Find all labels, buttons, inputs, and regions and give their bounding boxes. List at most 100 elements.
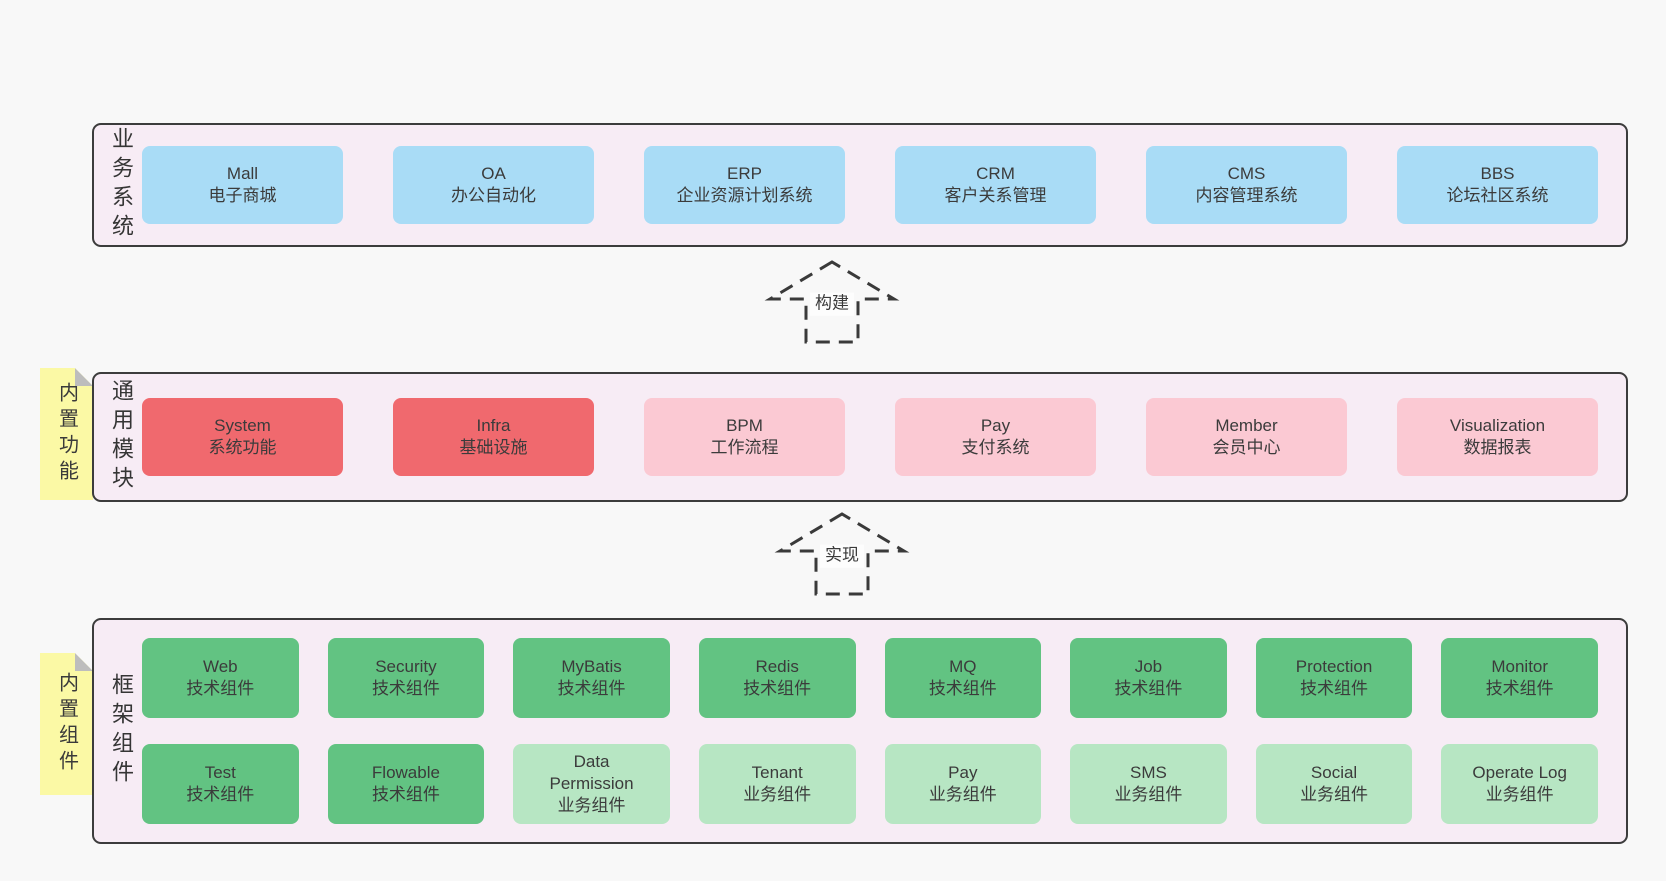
box-visualization: Visualization 数据报表 [1397, 398, 1598, 476]
box-oa: OA 办公自动化 [393, 146, 594, 224]
box-member: Member 会员中心 [1146, 398, 1347, 476]
box-data-permission: Data Permission 业务组件 [513, 744, 670, 824]
box-subtitle: 业务组件 [557, 796, 626, 816]
box-operate-log: Operate Log 业务组件 [1441, 744, 1598, 824]
box-subtitle: 电子商城 [208, 186, 277, 205]
business-systems-boxes: Mall 电子商城 OA 办公自动化 ERP 企业资源计划系统 CRM 客户关系… [142, 146, 1626, 224]
box-title: Web [202, 656, 238, 676]
box-title: Test [204, 762, 236, 782]
box-erp: ERP 企业资源计划系统 [644, 146, 845, 224]
box-title: OA [481, 163, 506, 183]
box-social: Social 业务组件 [1255, 744, 1413, 824]
sticky-note-builtin-components: 内置组件 [40, 653, 93, 795]
up-arrow-icon [774, 512, 910, 596]
box-title: MQ [949, 656, 977, 676]
box-title: CRM [976, 163, 1015, 183]
box-crm: CRM 客户关系管理 [895, 146, 1096, 224]
box-subtitle: 技术组件 [186, 785, 255, 804]
box-subtitle: 业务组件 [1300, 785, 1369, 804]
box-title: Redis [755, 656, 799, 676]
box-subtitle: 技术组件 [1485, 679, 1554, 698]
box-protection: Protection 技术组件 [1255, 638, 1413, 718]
box-subtitle: 论坛社区系统 [1446, 186, 1549, 205]
sticky-note-label: 内置组件 [55, 672, 78, 776]
box-title: MyBatis [561, 656, 622, 676]
box-title: Protection [1295, 656, 1373, 676]
box-redis: Redis 技术组件 [698, 638, 856, 718]
arrow-build-label: 构建 [810, 292, 854, 316]
framework-components-row-2: Test 技术组件 Flowable 技术组件 Data Permission … [142, 744, 1598, 824]
box-title: Social [1310, 762, 1358, 782]
box-title: BBS [1480, 163, 1515, 183]
box-system: System 系统功能 [142, 398, 343, 476]
box-title: Pay [948, 762, 978, 782]
box-pay-component: Pay 业务组件 [884, 744, 1042, 824]
layer-common-modules: 通用模块 System 系统功能 Infra 基础设施 BPM 工作流程 Pay… [92, 372, 1628, 502]
box-subtitle: 技术组件 [557, 679, 626, 698]
box-subtitle: 基础设施 [459, 438, 528, 457]
up-arrow-icon [764, 260, 900, 344]
box-subtitle: 业务组件 [1114, 785, 1183, 804]
arrow-implement: 实现 [772, 510, 912, 598]
box-title: Infra [476, 415, 511, 435]
box-subtitle: 办公自动化 [451, 186, 536, 205]
box-title: Flowable [371, 762, 440, 782]
box-title: Monitor [1491, 656, 1549, 676]
box-title: Data Permission [549, 751, 634, 793]
box-flowable: Flowable 技术组件 [327, 744, 485, 824]
box-security: Security 技术组件 [327, 638, 485, 718]
common-modules-boxes: System 系统功能 Infra 基础设施 BPM 工作流程 Pay 支付系统… [142, 398, 1626, 476]
box-infra: Infra 基础设施 [393, 398, 594, 476]
layer-framework-components: 框架组件 Web 技术组件 Security 技术组件 MyBatis 技术组件… [92, 618, 1628, 844]
layer-framework-components-label: 框架组件 [109, 673, 134, 789]
box-title: CMS [1227, 163, 1266, 183]
box-bbs: BBS 论坛社区系统 [1397, 146, 1598, 224]
layer-business-systems: 业务系统 Mall 电子商城 OA 办公自动化 ERP 企业资源计划系统 CRM… [92, 123, 1628, 247]
box-subtitle: 业务组件 [743, 785, 812, 804]
framework-components-row-1: Web 技术组件 Security 技术组件 MyBatis 技术组件 Redi… [142, 638, 1598, 718]
box-subtitle: 技术组件 [928, 679, 997, 698]
box-subtitle: 内容管理系统 [1195, 186, 1298, 205]
layer-common-modules-label: 通用模块 [109, 379, 134, 495]
box-title: System [214, 415, 271, 435]
box-title: Visualization [1449, 415, 1546, 435]
box-subtitle: 企业资源计划系统 [676, 186, 813, 205]
box-subtitle: 支付系统 [961, 438, 1030, 457]
box-bpm: BPM 工作流程 [644, 398, 845, 476]
box-subtitle: 工作流程 [710, 438, 779, 457]
box-title: BPM [726, 415, 763, 435]
box-title: Job [1134, 656, 1163, 676]
box-title: Pay [980, 415, 1011, 435]
box-subtitle: 技术组件 [1114, 679, 1183, 698]
box-title: Member [1215, 415, 1278, 435]
box-title: Operate Log [1472, 762, 1567, 782]
box-subtitle: 数据报表 [1463, 438, 1532, 457]
box-subtitle: 技术组件 [186, 679, 255, 698]
box-subtitle: 技术组件 [371, 679, 440, 698]
box-title: SMS [1130, 762, 1167, 782]
box-mq: MQ 技术组件 [884, 638, 1042, 718]
sticky-note-label: 内置功能 [55, 382, 78, 486]
box-cms: CMS 内容管理系统 [1146, 146, 1347, 224]
box-title: Tenant [751, 762, 803, 782]
arrow-implement-label: 实现 [820, 544, 864, 568]
box-subtitle: 业务组件 [928, 785, 997, 804]
box-subtitle: 技术组件 [743, 679, 812, 698]
box-subtitle: 技术组件 [371, 785, 440, 804]
box-title: Security [375, 656, 437, 676]
box-subtitle: 客户关系管理 [944, 186, 1047, 205]
box-web: Web 技术组件 [142, 638, 299, 718]
arrow-build: 构建 [762, 258, 902, 346]
box-sms: SMS 业务组件 [1070, 744, 1227, 824]
box-subtitle: 业务组件 [1485, 785, 1554, 804]
box-subtitle: 会员中心 [1212, 438, 1281, 457]
box-monitor: Monitor 技术组件 [1441, 638, 1598, 718]
box-subtitle: 系统功能 [208, 438, 277, 457]
box-subtitle: 技术组件 [1300, 679, 1369, 698]
box-job: Job 技术组件 [1070, 638, 1227, 718]
box-title: Mall [226, 163, 259, 183]
box-mall: Mall 电子商城 [142, 146, 343, 224]
box-title: ERP [727, 163, 762, 183]
box-pay-module: Pay 支付系统 [895, 398, 1096, 476]
box-test: Test 技术组件 [142, 744, 299, 824]
